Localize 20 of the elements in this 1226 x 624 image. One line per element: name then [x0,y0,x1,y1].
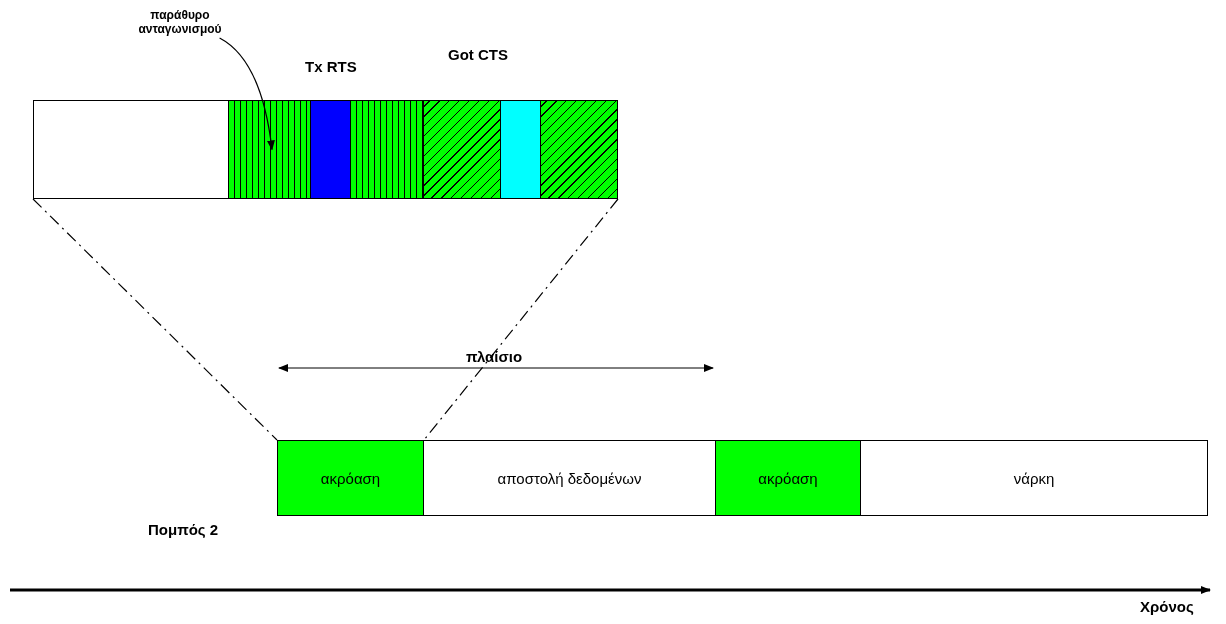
sender-label: Πομπός 2 [148,521,219,538]
hatched-segment [540,100,618,199]
frame-segment [33,100,229,199]
hatched-segment [423,100,501,199]
projection-line [32,198,278,441]
dimension-label: πλαίσιο [466,348,523,365]
callout-text: παράθυρο ανταγωνισμού [120,6,240,38]
data-segment: αποστολή δεδομένων [423,440,716,516]
hatched-segment [228,100,311,199]
listen-segment: ακρόαση [277,440,424,516]
listen-segment: ακρόαση [715,440,861,516]
segment-caption: Tx RTS [305,58,357,75]
leader-line [219,37,275,151]
cts-segment [500,100,541,199]
rts-segment [310,100,351,199]
projection-line [423,198,619,441]
segment-caption: Got CTS [448,46,508,63]
axis-label: Χρόνος [1140,598,1194,615]
sleep-segment: νάρκη [860,440,1208,516]
hatched-segment [350,100,424,199]
